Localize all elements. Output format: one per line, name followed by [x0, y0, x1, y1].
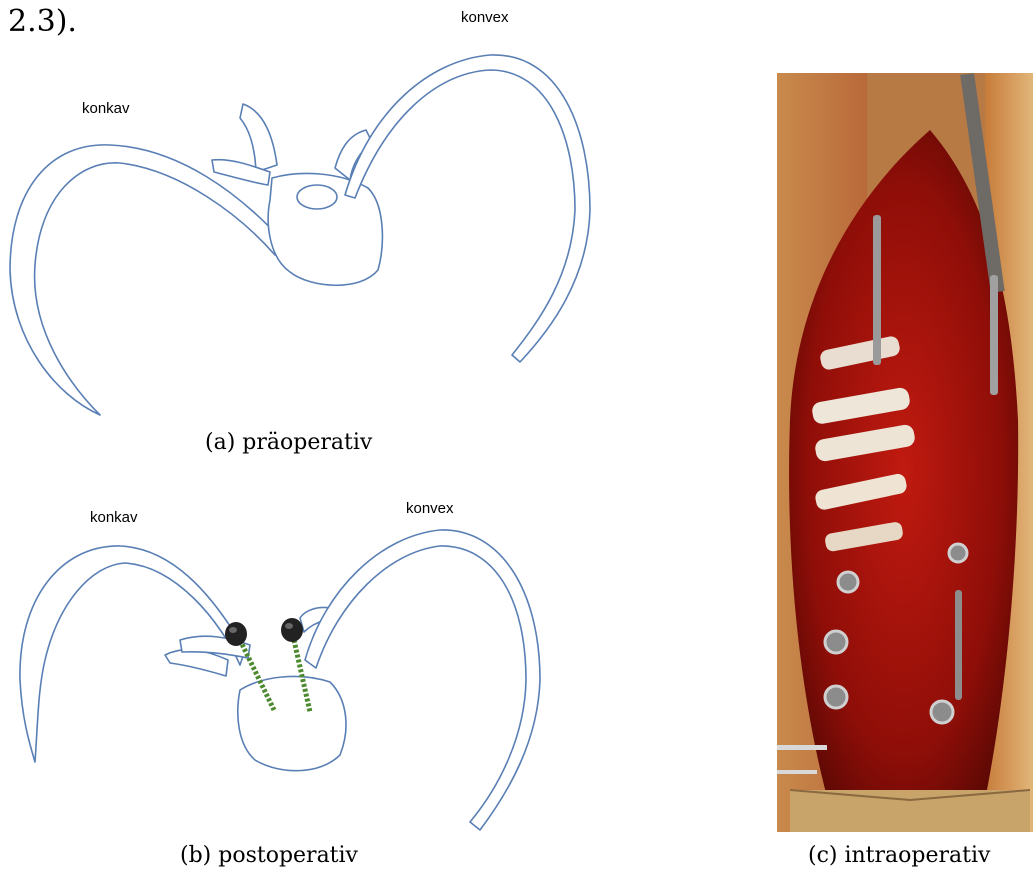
panel-a-spinal-canal: [297, 185, 337, 209]
panel-a-concave-rib: [10, 145, 280, 415]
panel-b-convex-rib: [305, 530, 540, 830]
panel-b-caption: (b) postoperativ: [180, 843, 358, 868]
panel-c-photo: [777, 73, 1033, 832]
panel-a-convex-label: konvex: [461, 9, 509, 26]
panel-a-convex-rib: [345, 55, 590, 362]
panel-a-spinous-process: [240, 104, 277, 172]
panel-b-convex-label: konvex: [406, 500, 454, 517]
panel-b-vertebral-body: [238, 676, 346, 770]
panel-b-drawing: [20, 530, 540, 830]
panel-a-concave-label: konkav: [82, 100, 130, 117]
panel-a-caption: (a) präoperativ: [205, 430, 372, 455]
panel-c-caption: (c) intraoperativ: [808, 843, 990, 868]
panel-b-concave-label: konkav: [90, 509, 138, 526]
